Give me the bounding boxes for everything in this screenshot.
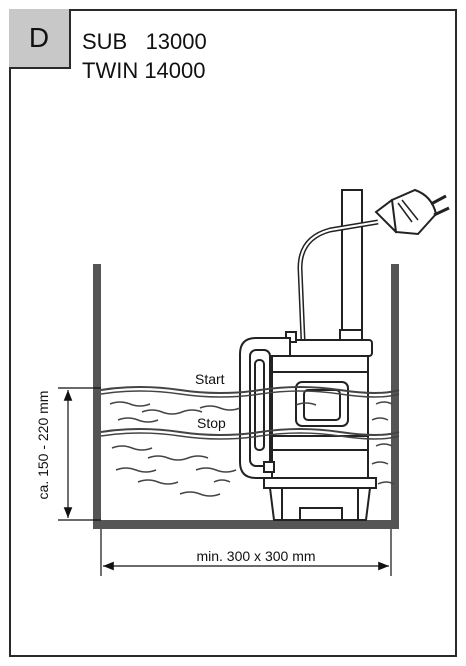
plug-icon — [374, 188, 450, 236]
pit-right-wall — [391, 264, 399, 529]
section-badge: D — [9, 9, 71, 69]
water-level-stop — [100, 428, 400, 436]
water-level-start — [100, 386, 400, 394]
start-level-label: Start — [195, 371, 225, 387]
model-name-sub: SUB 13000 — [82, 29, 207, 54]
pit-floor — [93, 520, 399, 529]
width-dimension-label: min. 300 x 300 mm — [196, 548, 315, 564]
water — [100, 386, 400, 497]
stop-level-label: Stop — [197, 415, 226, 431]
model-name-twin: TWIN 14000 — [82, 58, 206, 83]
width-dimension — [100, 529, 392, 576]
pump-body — [239, 329, 377, 521]
diagram-frame — [9, 9, 457, 657]
height-dimension-label: ca. 150 - 220 mm — [35, 391, 51, 500]
height-dimension — [58, 387, 101, 521]
pit — [93, 264, 399, 529]
pit-left-wall — [93, 264, 101, 529]
discharge-pipe — [341, 189, 363, 341]
